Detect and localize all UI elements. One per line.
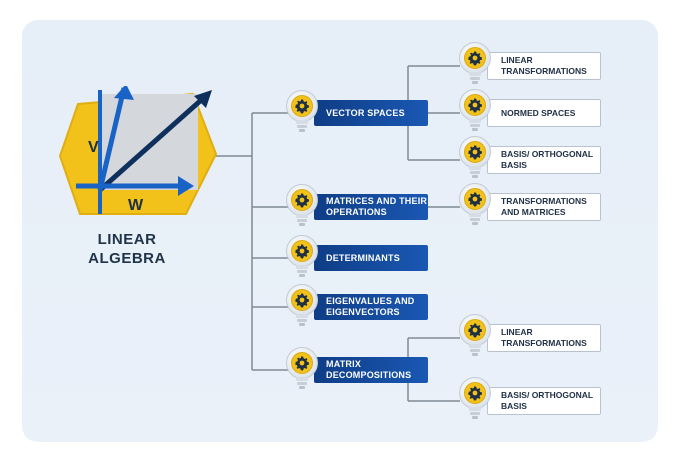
linear-algebra-vector-icon: V W [58, 86, 218, 215]
category-vector-spaces: VECTOR SPACES [314, 100, 428, 126]
gear-badge [459, 136, 491, 180]
root-title: LINEAR ALGEBRA [88, 231, 166, 267]
gear-icon [295, 99, 309, 114]
gear-icon [468, 192, 482, 207]
gear-icon [468, 51, 482, 66]
badge-stand [296, 377, 308, 389]
gear-badge [286, 90, 318, 134]
gear-icon [295, 356, 309, 371]
gear-icon [468, 386, 482, 401]
category-matrices-and-their-operations: MATRICES AND THEIR OPERATIONS [314, 194, 428, 220]
category-determinants: DETERMINANTS [314, 245, 428, 271]
badge-stand [469, 344, 481, 356]
badge-stand [296, 265, 308, 277]
gear-icon [295, 293, 309, 308]
gear-badge [459, 314, 491, 358]
subtopic-linear-transformations: LINEAR TRANSFORMATIONS [487, 52, 601, 80]
category-eigenvalues-and-eigenvectors: EIGENVALUES AND EIGENVECTORS [314, 294, 428, 320]
gear-icon [468, 98, 482, 113]
subtopic-transformations-and-matrices: TRANSFORMATIONS AND MATRICES [487, 193, 601, 221]
badge-stand [469, 166, 481, 178]
subtopic-linear-transformations: LINEAR TRANSFORMATIONS [487, 324, 601, 352]
gear-icon [468, 145, 482, 160]
gear-badge [286, 184, 318, 228]
gear-badge [286, 284, 318, 328]
badge-stand [469, 213, 481, 225]
gear-badge [459, 89, 491, 133]
subtopic-normed-spaces: NORMED SPACES [487, 99, 601, 127]
badge-stand [469, 119, 481, 131]
subtopic-basis-orthogonal-basis: BASIS/ ORTHOGONAL BASIS [487, 387, 601, 415]
gear-icon [295, 193, 309, 208]
gear-icon [295, 244, 309, 259]
category-matrix-decompositions: MATRIX DECOMPOSITIONS [314, 357, 428, 383]
gear-badge [459, 42, 491, 86]
vector-v-label: V [88, 139, 99, 156]
gear-badge [286, 235, 318, 279]
badge-stand [469, 72, 481, 84]
badge-stand [296, 120, 308, 132]
gear-badge [459, 183, 491, 227]
badge-stand [469, 407, 481, 419]
gear-icon [468, 323, 482, 338]
badge-stand [296, 214, 308, 226]
gear-badge [286, 347, 318, 391]
badge-stand [296, 314, 308, 326]
subtopic-basis-orthogonal-basis: BASIS/ ORTHOGONAL BASIS [487, 146, 601, 174]
gear-badge [459, 377, 491, 421]
vector-w-label: W [128, 197, 144, 214]
